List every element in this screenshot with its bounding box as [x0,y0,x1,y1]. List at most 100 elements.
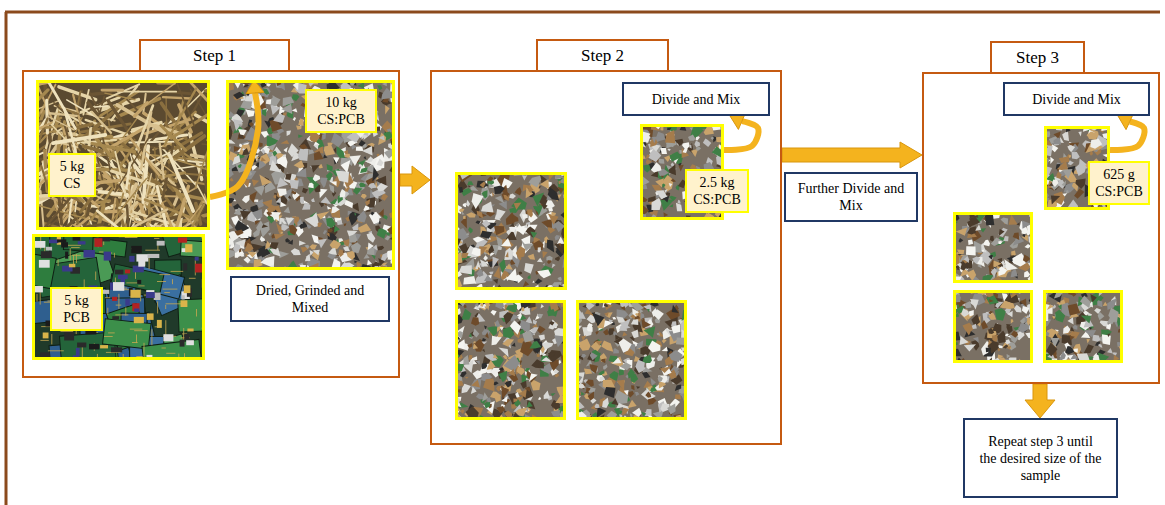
board-chip [104,252,111,261]
board-chip [147,313,154,320]
shred-fleck [308,183,314,189]
shred-fleck [261,157,266,162]
board-chip [112,297,117,301]
board-trace [145,250,160,251]
shred-fleck [238,129,247,135]
shred-fleck [312,250,320,261]
shred-fleck [527,209,533,217]
board-chip [187,329,193,332]
shred-fleck [334,147,337,154]
board-chip [131,246,142,253]
shred-fleck [248,256,254,264]
shred-fleck [317,211,330,219]
board-trace [115,314,128,315]
shred-fleck [291,191,296,195]
shred-fleck [663,196,669,203]
board-chip [34,241,45,248]
shred-fleck [242,148,249,155]
board-chip [84,250,95,258]
board-chip [41,251,52,258]
shred-fleck [513,215,519,223]
board-trace [151,329,152,345]
board-chip [134,309,139,313]
board-trace [70,248,71,260]
shred-fleck [667,127,672,130]
shred-fleck [239,253,245,257]
shred-fleck [285,238,290,243]
shred-fleck [523,281,530,287]
shred-fleck [356,146,364,151]
shred-fleck [266,83,271,86]
board-trace [40,292,41,305]
board-trace [108,332,115,333]
shred-fleck [463,203,466,207]
shred-fleck [502,239,514,249]
stalk-stroke [163,97,191,98]
shred-fleck [298,148,309,161]
shred-fleck [646,155,651,159]
shred-fleck [367,248,375,256]
board-trace [164,292,170,293]
stalk-stroke [85,225,101,227]
shred-fleck [349,234,357,243]
shred-fleck [261,149,265,155]
shred-fleck [340,189,346,197]
shred-fleck [662,183,665,187]
board-chip [184,285,191,293]
shred-fleck [348,211,353,216]
shred-fleck [488,245,495,254]
shred-fleck [459,243,468,253]
shred-fleck [678,165,683,172]
shred-fleck [301,247,311,253]
stalk-stroke [112,171,155,185]
shred-fleck [310,244,317,249]
shred-fleck [327,233,330,237]
board-chip [89,344,99,350]
shred-fleck [358,160,366,167]
shred-fleck [300,197,304,204]
shred-fleck [516,389,523,394]
shred-fleck [353,188,362,195]
shred-fleck [558,187,564,194]
stalk-stroke [95,137,111,156]
shred-fleck [480,260,488,267]
shred-fleck [524,263,534,274]
shred-fleck [280,140,289,144]
board-trace [134,330,148,331]
shred-fleck [357,183,359,186]
board-trace [51,334,52,344]
shred-fleck [468,185,470,188]
shred-fleck [232,155,240,165]
shred-fleck [473,339,486,352]
shred-fleck [349,155,361,166]
stalk-stroke [92,112,111,133]
shred-fleck [546,256,552,261]
shred-fleck [1066,190,1069,194]
stalk-stroke [100,97,104,112]
shred-fleck [367,156,373,162]
shred-fleck [260,236,265,242]
shred-fleck [300,144,308,149]
shred-fleck [651,198,661,210]
shred-fleck [466,212,476,217]
shred-fleck [259,160,267,169]
shred-fleck [359,164,362,167]
board-trace [105,297,110,298]
shred-fleck [658,159,664,164]
stalk-stroke [115,210,168,231]
shred-fleck [661,175,673,192]
board-trace [125,307,126,315]
shred-fleck [542,251,547,258]
board-trace [114,253,115,258]
shred-fleck [364,254,370,259]
stalk-stroke [176,81,194,126]
shred-fleck [381,88,393,100]
sample-picture [226,80,395,270]
shred-fleck [263,241,267,244]
stalk-stroke [83,146,102,151]
shred-fleck [535,187,540,194]
board-trace [163,289,178,290]
shred-fleck [229,178,233,182]
shred-fleck [558,243,561,247]
shred-fleck [551,212,556,216]
